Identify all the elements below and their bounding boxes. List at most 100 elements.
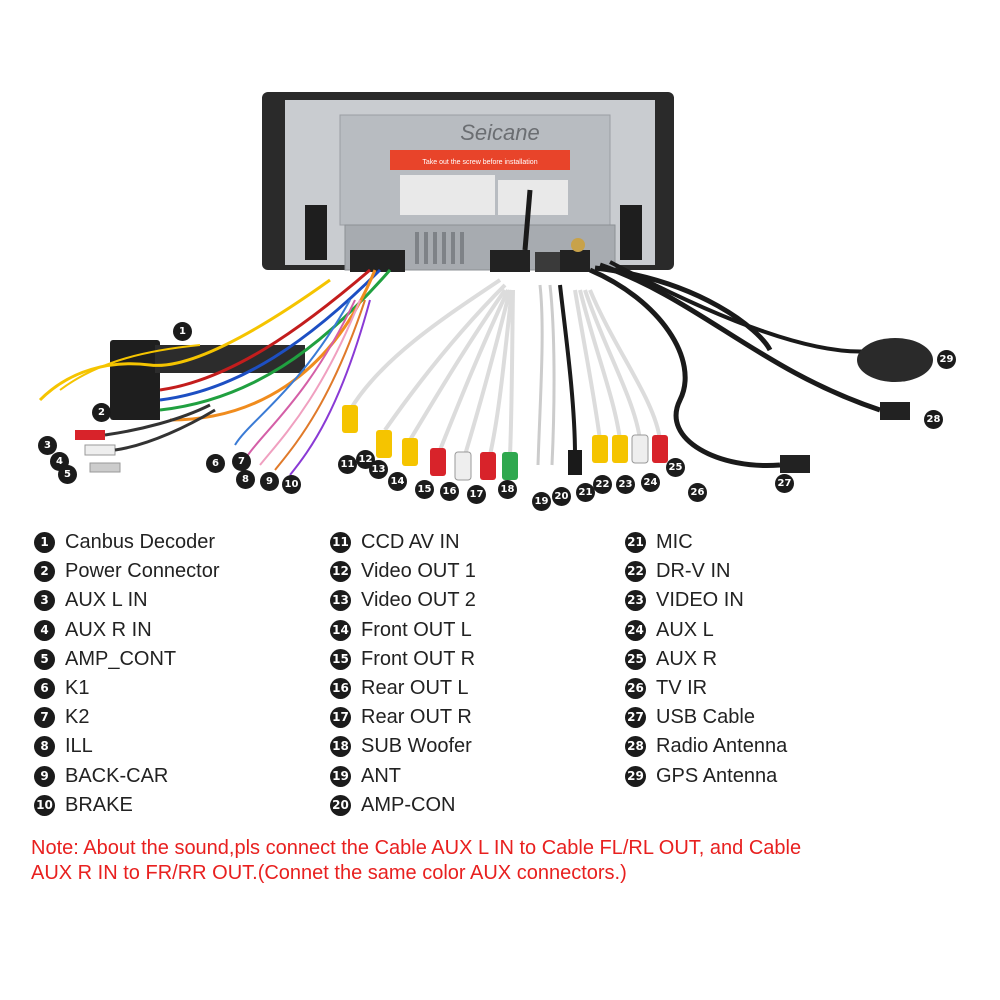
callout-11: 11 — [338, 455, 357, 474]
legend-label: AUX R IN — [65, 618, 152, 641]
number-badge: 17 — [330, 707, 351, 729]
callout-10: 10 — [282, 475, 301, 494]
callout-28: 28 — [924, 410, 943, 429]
legend-label: Video OUT 2 — [361, 589, 476, 612]
number-badge: 22 — [625, 561, 646, 583]
legend-label: AUX L — [656, 618, 714, 641]
barcode-label — [498, 180, 568, 215]
aux-in-connectors — [75, 403, 216, 473]
legend-label: Video OUT 1 — [361, 560, 476, 583]
note-line-1: Note: About the sound,pls connect the Ca… — [31, 837, 802, 859]
sticker-text: Take out the screw before installation — [422, 159, 537, 166]
number-badge: 4 — [34, 619, 55, 641]
usb-plug — [780, 455, 810, 473]
legend-label: Radio Antenna — [656, 735, 788, 758]
legend-item: 2 Power Connector — [34, 557, 220, 586]
number-badge: 20 — [330, 794, 351, 816]
power-port — [350, 250, 405, 272]
head-unit: Seicane Take out the screw before instal… — [262, 92, 674, 272]
gps-antenna — [857, 338, 933, 382]
legend-label: DR-V IN — [656, 560, 731, 583]
legend-item: 10 BRAKE — [34, 791, 220, 820]
number-badge: 13 — [330, 590, 351, 612]
callout-7: 7 — [232, 452, 251, 471]
callout-5: 5 — [58, 465, 77, 484]
number-badge: 12 — [330, 561, 351, 583]
number-badge: 15 — [330, 648, 351, 670]
legend-label: GPS Antenna — [656, 764, 778, 787]
rca-plugs — [342, 405, 518, 481]
callout-20: 20 — [552, 487, 571, 506]
legend-label: AMP-CON — [361, 793, 456, 816]
legend-item: 12 Video OUT 1 — [330, 557, 476, 586]
number-badge: 25 — [625, 648, 646, 670]
legend-label: Rear OUT R — [361, 706, 472, 729]
legend-item: 24 AUX L — [625, 616, 787, 645]
number-badge: 10 — [34, 794, 55, 816]
legend-label: AMP_CONT — [65, 647, 177, 670]
number-badge: 28 — [625, 736, 646, 758]
callout-27: 27 — [775, 474, 794, 493]
number-badge: 11 — [330, 532, 351, 554]
legend-label: Power Connector — [65, 560, 220, 583]
legend-label: TV IR — [656, 677, 708, 700]
legend-label: Front OUT L — [361, 618, 472, 641]
callout-26: 26 — [688, 483, 707, 502]
callout-21: 21 — [576, 483, 595, 502]
callout-18: 18 — [498, 480, 517, 499]
callout-3: 3 — [38, 436, 57, 455]
number-badge: 2 — [34, 561, 55, 583]
callout-6: 6 — [206, 454, 225, 473]
legend-item: 29 GPS Antenna — [625, 762, 787, 791]
number-badge: 26 — [625, 678, 646, 700]
callout-13: 13 — [369, 460, 388, 479]
note-line-2: AUX R IN to FR/RR OUT.(Connet the same c… — [31, 862, 627, 884]
legend-label: SUB Woofer — [361, 735, 472, 758]
callout-25: 25 — [666, 458, 685, 477]
callout-29: 29 — [937, 350, 956, 369]
number-badge: 29 — [625, 765, 646, 787]
legend-label: VIDEO IN — [656, 589, 744, 612]
number-badge: 6 — [34, 678, 55, 700]
legend-label: Rear OUT L — [361, 677, 469, 700]
installation-note: Note: About the sound,pls connect the Ca… — [31, 836, 931, 886]
callout-2: 2 — [92, 403, 111, 422]
legend-item: 23 VIDEO IN — [625, 586, 787, 615]
legend-label: K2 — [65, 706, 90, 729]
legend-item: 28 Radio Antenna — [625, 732, 787, 761]
legend-item: 22 DR-V IN — [625, 557, 787, 586]
callout-17: 17 — [467, 485, 486, 504]
number-badge: 23 — [625, 590, 646, 612]
legend-item: 13 Video OUT 2 — [330, 586, 476, 615]
callout-22: 22 — [593, 475, 612, 494]
mic-plug — [568, 450, 582, 475]
product-label — [400, 175, 495, 215]
number-badge: 19 — [330, 765, 351, 787]
legend-item: 26 TV IR — [625, 674, 787, 703]
legend-item: 6 K1 — [34, 674, 220, 703]
legend-label: BACK-CAR — [65, 764, 169, 787]
callout-16: 16 — [440, 482, 459, 501]
number-badge: 8 — [34, 736, 55, 758]
number-badge: 18 — [330, 736, 351, 758]
legend-label: AUX L IN — [65, 589, 148, 612]
callout-23: 23 — [616, 475, 635, 494]
legend-label: BRAKE — [65, 793, 133, 816]
number-badge: 27 — [625, 707, 646, 729]
legend-label: K1 — [65, 677, 90, 700]
legend-label: Canbus Decoder — [65, 531, 216, 554]
number-badge: 16 — [330, 678, 351, 700]
legend-item: 16 Rear OUT L — [330, 674, 476, 703]
legend-item: 4 AUX R IN — [34, 616, 220, 645]
number-badge: 24 — [625, 619, 646, 641]
